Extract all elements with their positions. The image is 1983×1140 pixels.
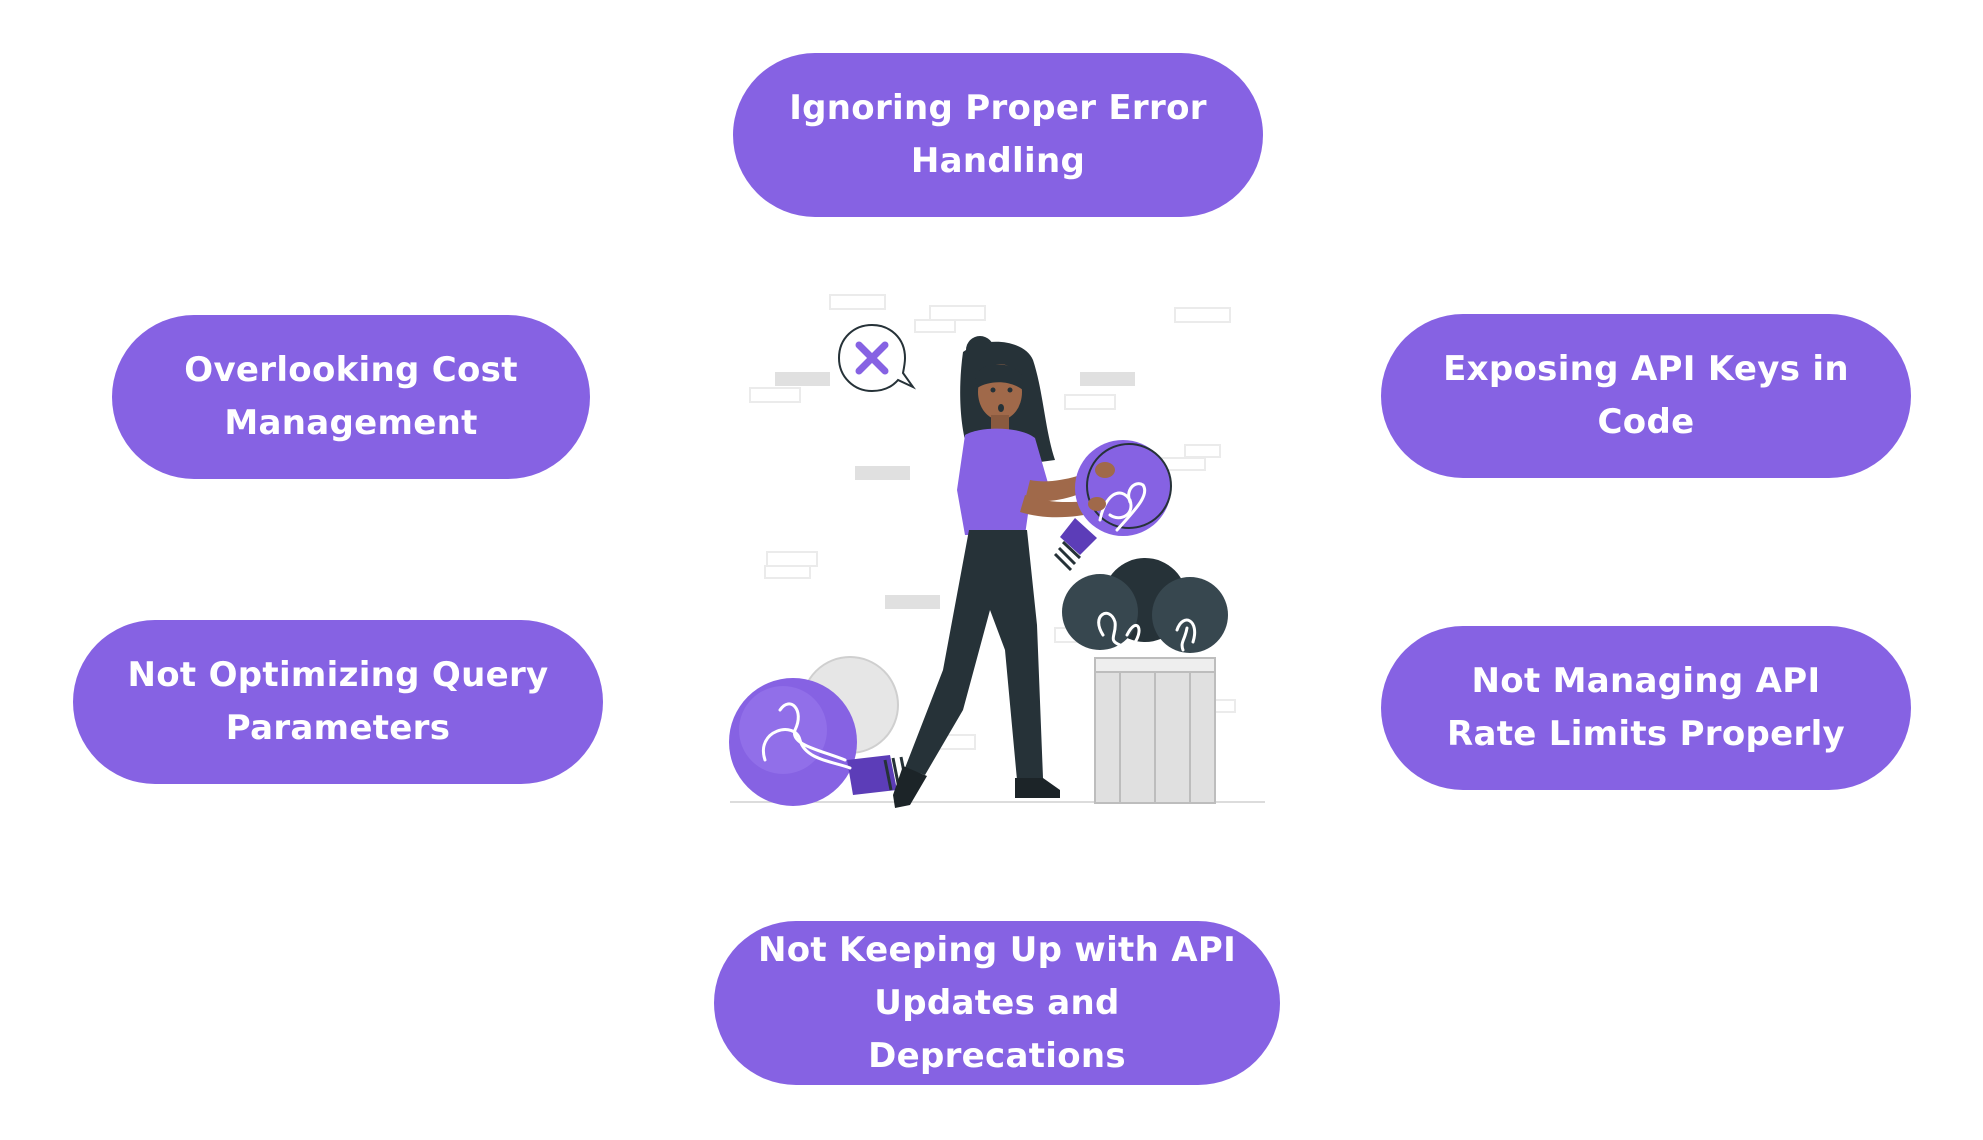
woman-lightbulb-illustration	[729, 294, 1265, 808]
mistake-pill-api-keys: Exposing API Keys in Code	[1381, 314, 1911, 478]
held-lightbulb	[1053, 440, 1172, 572]
error-bubble	[837, 323, 917, 393]
mistake-pill-query-parameters: Not Optimizing Query Parameters	[73, 620, 603, 784]
mistake-pill-rate-limits: Not Managing API Rate Limits Properly	[1381, 626, 1911, 790]
mistake-label: Overlooking Cost Management	[184, 350, 518, 443]
mistake-pill-cost-management: Overlooking Cost Management	[112, 315, 590, 479]
mistake-label: Not Optimizing Query Parameters	[127, 655, 549, 748]
mistake-label: Exposing API Keys in Code	[1443, 349, 1849, 442]
mistake-pill-api-updates: Not Keeping Up with API Updates and Depr…	[714, 921, 1280, 1085]
hair-bun	[966, 336, 994, 364]
mistake-label: Ignoring Proper Error Handling	[789, 88, 1207, 181]
close-icon	[855, 341, 889, 375]
mistake-label: Not Keeping Up with API Updates and Depr…	[757, 929, 1237, 1076]
mistake-pill-error-handling: Ignoring Proper Error Handling	[733, 53, 1263, 217]
woman-figure	[893, 336, 1110, 808]
crate-with-bulbs	[1062, 558, 1228, 804]
mistake-label: Not Managing API Rate Limits Properly	[1446, 661, 1846, 754]
